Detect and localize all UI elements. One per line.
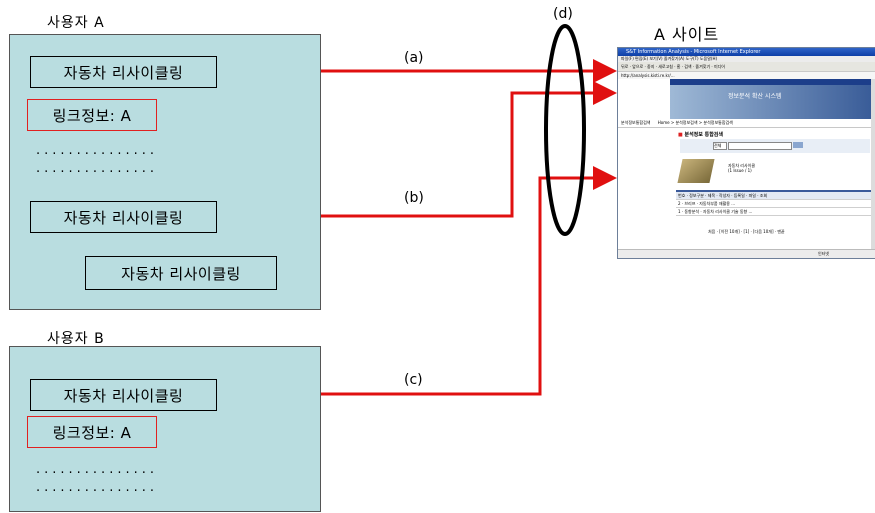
result-table-header: 번호 · 정보구분 · 제목 · 작성자 · 등록일 · 파일 · 조회: [676, 192, 872, 200]
group-ellipse-d: [544, 24, 586, 236]
edge-label-a: (a): [404, 50, 424, 66]
browser-scrollbar[interactable]: [871, 79, 875, 249]
edge-label-c: (c): [404, 372, 423, 388]
user-a-title: 사용자 A: [47, 15, 105, 31]
user-b-dots-1: ...............: [36, 462, 158, 477]
page-search-select[interactable]: 전체: [713, 142, 727, 150]
user-b-title: 사용자 B: [47, 331, 105, 347]
book-info: 자동차 리사이클 (1 Issue / 1): [728, 163, 755, 173]
user-b-item-1[interactable]: 자동차 리사이클링: [30, 379, 217, 411]
book-image: [677, 159, 715, 183]
book-info-line-1: 자동차 리사이클: [728, 163, 756, 168]
browser-title-bar: S&T Information Analysis - Microsoft Int…: [618, 48, 875, 56]
site-title: A 사이트: [654, 25, 720, 44]
page-search-button[interactable]: [793, 142, 803, 148]
page-section-title: 분석정보 통합검색: [678, 131, 723, 138]
result-row-2[interactable]: 1 · 동향분석 · 자동차 리사이클 기술 동향 ...: [676, 208, 872, 216]
user-b-link-info: 링크정보: A: [27, 416, 157, 448]
user-a-item-1[interactable]: 자동차 리사이클링: [30, 56, 217, 88]
page-banner: [670, 85, 872, 119]
user-a-link-info: 링크정보: A: [27, 99, 157, 131]
browser-toolbar[interactable]: 뒤로 · 앞으로 · 중지 · 새로고침 · 홈 · 검색 · 즐겨찾기 · 미…: [618, 62, 875, 72]
browser-status-bar: 인터넷: [618, 249, 875, 258]
browser-page: 정보분석 확산 시스템 분석정보통합검색 Home > 분석정보검색 > 분석정…: [618, 79, 875, 249]
browser-menu-bar[interactable]: 파일(F) 편집(E) 보기(V) 즐겨찾기(A) 도구(T) 도움말(H): [618, 56, 875, 62]
browser-window: S&T Information Analysis - Microsoft Int…: [617, 47, 875, 259]
edge-b-line: [216, 81, 617, 218]
edge-label-b: (b): [404, 190, 424, 206]
page-nav[interactable]: 분석정보통합검색 Home > 분석정보검색 > 분석정보통합검색: [618, 119, 875, 128]
user-a-item-3[interactable]: 자동차 리사이클링: [85, 256, 277, 290]
user-a-item-2[interactable]: 자동차 리사이클링: [30, 201, 217, 233]
edge-label-d: (d): [553, 6, 573, 22]
edge-c-line: [216, 166, 617, 396]
result-pager[interactable]: 처음 · [이전 10개] · [1] · [다음 10개] · 맨끝: [708, 229, 785, 234]
result-row-1[interactable]: 2 · 브리프 · 자동차부품 재활용 ...: [676, 200, 872, 208]
page-breadcrumb[interactable]: Home > 분석정보검색 > 분석정보통합검색: [657, 120, 733, 125]
result-table: 번호 · 정보구분 · 제목 · 작성자 · 등록일 · 파일 · 조회 2 ·…: [676, 190, 872, 224]
page-top-strip: [670, 79, 872, 85]
user-a-dots-1: ...............: [36, 143, 158, 158]
page-side-label[interactable]: 분석정보통합검색: [621, 120, 651, 125]
user-a-dots-2: ...............: [36, 161, 158, 176]
user-b-dots-2: ...............: [36, 480, 158, 495]
page-banner-text: 정보분석 확산 시스템: [728, 93, 782, 100]
book-info-line-2: (1 Issue / 1): [728, 168, 752, 173]
page-search-input[interactable]: [728, 142, 792, 150]
page-logo-area: [618, 79, 670, 119]
status-zone: 인터넷: [818, 251, 830, 256]
